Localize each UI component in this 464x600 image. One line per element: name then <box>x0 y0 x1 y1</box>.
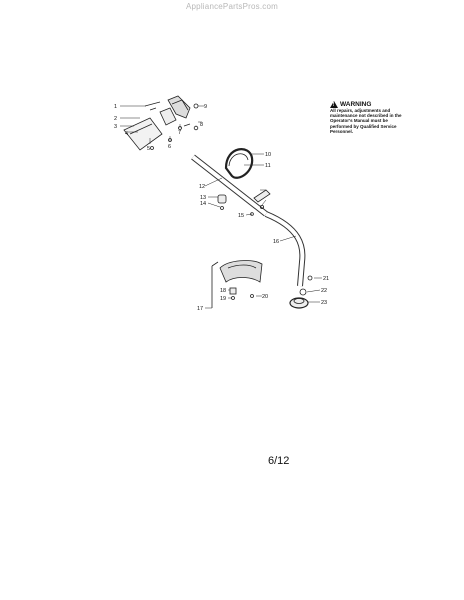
part-label-21: 21 <box>323 276 329 282</box>
part-label-10: 10 <box>265 152 271 158</box>
part-label-14: 14 <box>200 201 206 207</box>
part-label-22: 22 <box>321 288 327 294</box>
part-label-13: 13 <box>200 195 206 201</box>
warning-triangle-icon <box>330 101 338 108</box>
part-label-7: 7 <box>178 130 181 136</box>
part-label-12: 12 <box>199 184 205 190</box>
loop-handle-drawing <box>224 148 254 179</box>
part-label-23: 23 <box>321 300 327 306</box>
part-label-2: 2 <box>114 116 117 122</box>
part-label-16: 16 <box>273 239 279 245</box>
part-label-20: 20 <box>262 294 268 300</box>
page-number: 6/12 <box>268 455 290 467</box>
part-label-6: 6 <box>168 144 171 150</box>
part-label-9: 9 <box>204 104 207 110</box>
part-label-19: 19 <box>220 296 226 302</box>
part-label-5: 5 <box>147 146 150 152</box>
part-label-15: 15 <box>238 213 244 219</box>
warning-heading: WARNING <box>330 101 405 108</box>
part-label-4: 4 <box>125 131 128 137</box>
handle-assembly-drawing <box>123 95 199 151</box>
watermark: AppliancePartsPros.com <box>186 2 278 11</box>
part-label-3: 3 <box>114 124 117 130</box>
part-label-1: 1 <box>114 104 117 110</box>
part-label-8: 8 <box>200 122 203 128</box>
warning-box: WARNING All repairs, adjustments and mai… <box>330 101 405 134</box>
part-label-17: 17 <box>197 306 203 312</box>
part-label-11: 11 <box>265 163 271 169</box>
warning-text: All repairs, adjustments and maintenance… <box>330 108 402 134</box>
part-label-18: 18 <box>220 288 226 294</box>
guard-assembly-drawing <box>211 260 263 308</box>
warning-title: WARNING <box>340 101 372 108</box>
